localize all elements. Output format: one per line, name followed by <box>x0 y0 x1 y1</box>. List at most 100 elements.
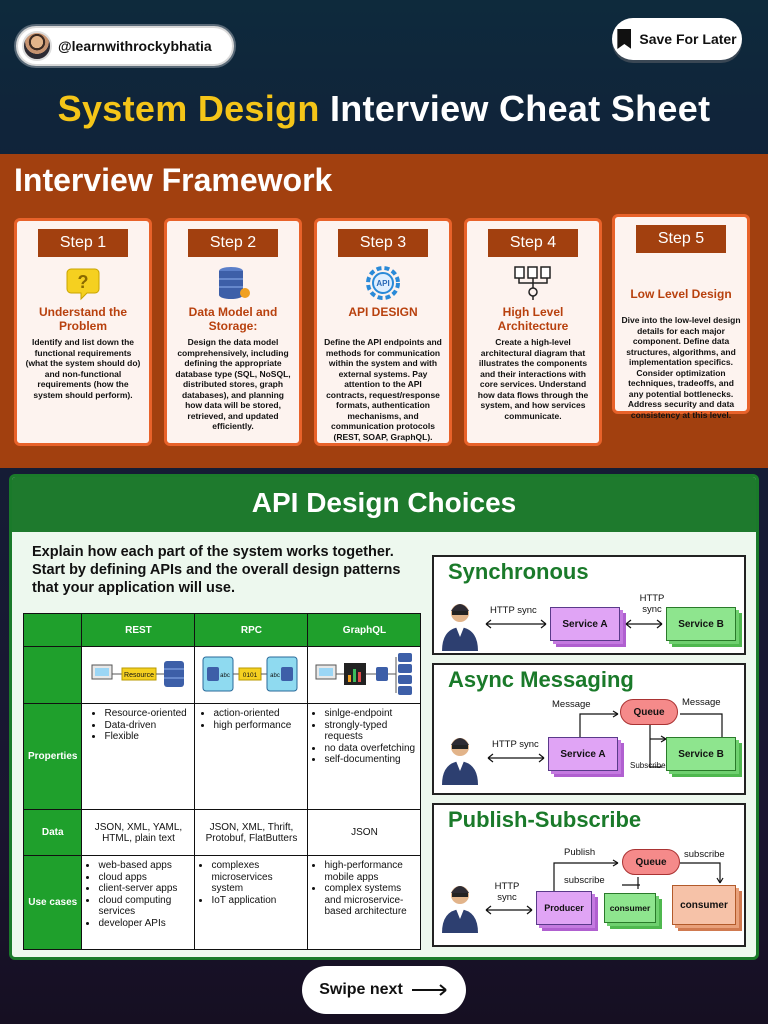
publish-subscribe-title: Publish-Subscribe <box>448 807 642 832</box>
subscribe-top-label: subscribe <box>684 849 725 860</box>
avatar <box>22 31 52 61</box>
list-item: complexes microservices system <box>211 860 303 895</box>
row-header-data: Data <box>22 809 83 856</box>
interview-framework-section: Interview Framework Step 1 ? Understand … <box>0 154 768 468</box>
page-title: System Design Interview Cheat Sheet <box>0 88 768 130</box>
architecture-icon <box>513 265 553 301</box>
async-messaging-panel: Async Messaging HTTP sync Service A Mess… <box>432 663 746 795</box>
http-sync-mid-label: HTTP sync <box>639 593 665 615</box>
step-heading: API DESIGN <box>348 305 418 319</box>
message-left-label: Message <box>552 699 591 710</box>
http-sync-label: HTTP sync <box>494 881 520 903</box>
queue-box: Queue <box>620 699 678 725</box>
swipe-label: Swipe next <box>319 981 403 998</box>
svg-text:API: API <box>376 279 389 288</box>
graphql-use-cases: high-performance mobile apps complex sys… <box>307 855 422 950</box>
col-header-rpc: RPC <box>194 613 309 647</box>
two-way-arrow-icon <box>625 619 663 629</box>
profile-handle[interactable]: @learnwithrockybhatia <box>16 26 234 66</box>
list-item: high performance <box>213 720 303 732</box>
svg-text:?: ? <box>78 272 89 292</box>
graphql-properties: sinlge-endpoint strongly-typed requests … <box>307 703 422 810</box>
row-header-use-cases: Use cases <box>22 855 83 950</box>
col-header-graphql: GraphQL <box>307 613 422 647</box>
step-card-3: Step 3 API API DESIGN Define the API end… <box>314 218 452 446</box>
framework-title: Interview Framework <box>14 162 333 198</box>
rpc-diagram: abc 0101 abc <box>194 646 309 704</box>
list-item: Data-driven <box>104 720 190 732</box>
database-icon <box>213 265 253 301</box>
step-card-1: Step 1 ? Understand the Problem Identify… <box>14 218 152 446</box>
save-for-later-button[interactable]: Save For Later <box>612 18 742 60</box>
subscribe-label: Subscribe <box>630 761 666 770</box>
message-right-label: Message <box>682 697 721 708</box>
step-body: Dive into the low-level design details f… <box>621 315 741 420</box>
step-card-5: Step 5 Low Level Design Dive into the lo… <box>612 214 750 420</box>
synchronous-title: Synchronous <box>448 559 589 584</box>
step-tag: Step 2 <box>188 229 278 257</box>
swipe-next-button[interactable]: Swipe next <box>302 966 466 1014</box>
api-design-section: API Design Choices Explain how each part… <box>9 474 759 960</box>
api-section-title: API Design Choices <box>12 477 756 532</box>
diagram-row-header <box>22 646 83 704</box>
list-item: cloud computing services <box>98 895 190 918</box>
publish-label: Publish <box>564 847 596 858</box>
service-a-box: Service A <box>550 607 620 641</box>
rpc-properties: action-oriented high performance <box>194 703 309 810</box>
step-tag: Step 1 <box>38 229 128 257</box>
two-way-arrow-icon <box>485 619 547 629</box>
list-item: strongly-typed requests <box>324 720 416 743</box>
step-heading: Data Model and Storage: <box>188 305 278 333</box>
step-body: Design the data model comprehensively, i… <box>175 337 291 431</box>
consumer-small-box: consumer <box>604 893 656 923</box>
user-avatar-icon <box>438 733 482 785</box>
arrow-right-icon <box>411 984 447 996</box>
step-card-2: Step 2 Data Model and Storage: Design th… <box>164 218 302 446</box>
service-b-box: Service B <box>666 737 736 771</box>
save-label: Save For Later <box>639 31 737 47</box>
rpc-left-label: abc <box>221 673 231 679</box>
queue-box: Queue <box>622 849 680 875</box>
producer-box: Producer <box>536 891 592 925</box>
list-item: cloud apps <box>98 872 190 884</box>
list-item: developer APIs <box>98 918 190 930</box>
col-header-rest: REST <box>81 613 196 647</box>
title-highlight: System Design <box>57 88 320 129</box>
api-intro-text: Explain how each part of the system work… <box>32 544 401 596</box>
service-a-box: Service A <box>548 737 618 771</box>
user-avatar-icon <box>438 599 482 651</box>
step-body: Identify and list down the functional re… <box>25 337 141 400</box>
title-rest: Interview Cheat Sheet <box>319 88 711 129</box>
rpc-right-label: abc <box>271 673 281 679</box>
rpc-mid-label: 0101 <box>243 672 258 679</box>
list-item: Resource-oriented <box>104 708 190 720</box>
service-b-box: Service B <box>666 607 736 641</box>
list-item: self-documenting <box>324 754 416 766</box>
rest-use-cases: web-based apps cloud apps client-server … <box>81 855 196 950</box>
handle-text: @learnwithrockybhatia <box>58 38 212 54</box>
step-card-4: Step 4 High Level Architecture Create a … <box>464 218 602 446</box>
list-item: no data overfetching <box>324 743 416 755</box>
publish-subscribe-panel: Publish-Subscribe HTTP sync Producer Pub… <box>432 803 746 947</box>
step-heading: Understand the Problem <box>38 305 127 333</box>
step-heading: Low Level Design <box>630 287 732 301</box>
rest-resource-label: Resource <box>124 672 154 679</box>
graphql-data: JSON <box>307 809 422 856</box>
list-item: IoT application <box>211 895 303 907</box>
list-item: web-based apps <box>98 860 190 872</box>
step-tag: Step 4 <box>488 229 578 257</box>
two-way-arrow-icon <box>487 753 545 763</box>
api-gear-icon: API <box>363 265 403 301</box>
list-item: sinlge-endpoint <box>324 708 416 720</box>
subscribe-mid-label: subscribe <box>564 875 605 886</box>
two-way-arrow-icon <box>485 905 533 915</box>
step-heading: High Level Architecture <box>497 305 569 333</box>
step-tag: Step 5 <box>636 225 726 253</box>
user-avatar-icon <box>438 881 482 933</box>
step-body: Define the API endpoints and methods for… <box>324 337 442 442</box>
bookmark-icon <box>617 29 632 49</box>
http-sync-label: HTTP sync <box>490 605 537 616</box>
async-messaging-title: Async Messaging <box>448 667 634 692</box>
synchronous-panel: Synchronous HTTP sync Service A HTTP syn… <box>432 555 746 655</box>
